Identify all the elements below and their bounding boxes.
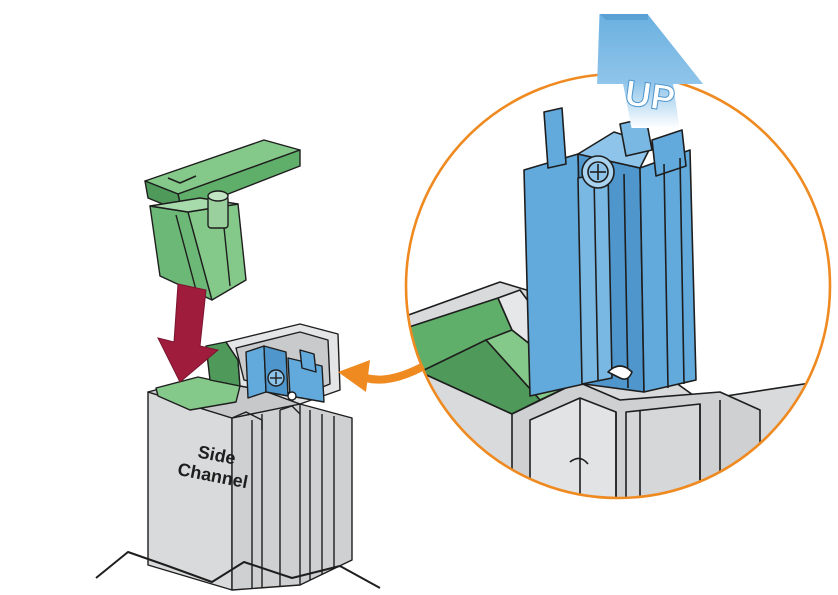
up-arrow-icon: [597, 14, 704, 128]
channel-lock-small: [245, 345, 325, 403]
detail-blue-lock: [523, 107, 697, 397]
side-channel-cavity: [155, 376, 241, 411]
side-channel: [95, 323, 381, 591]
broken-edge: [95, 551, 381, 589]
curved-arrow-icon: [338, 360, 424, 392]
side-channel-front: [147, 391, 233, 591]
up-arrow-label: UP: [622, 72, 677, 120]
green-insert: [144, 139, 301, 301]
down-arrow-icon: [157, 283, 220, 383]
